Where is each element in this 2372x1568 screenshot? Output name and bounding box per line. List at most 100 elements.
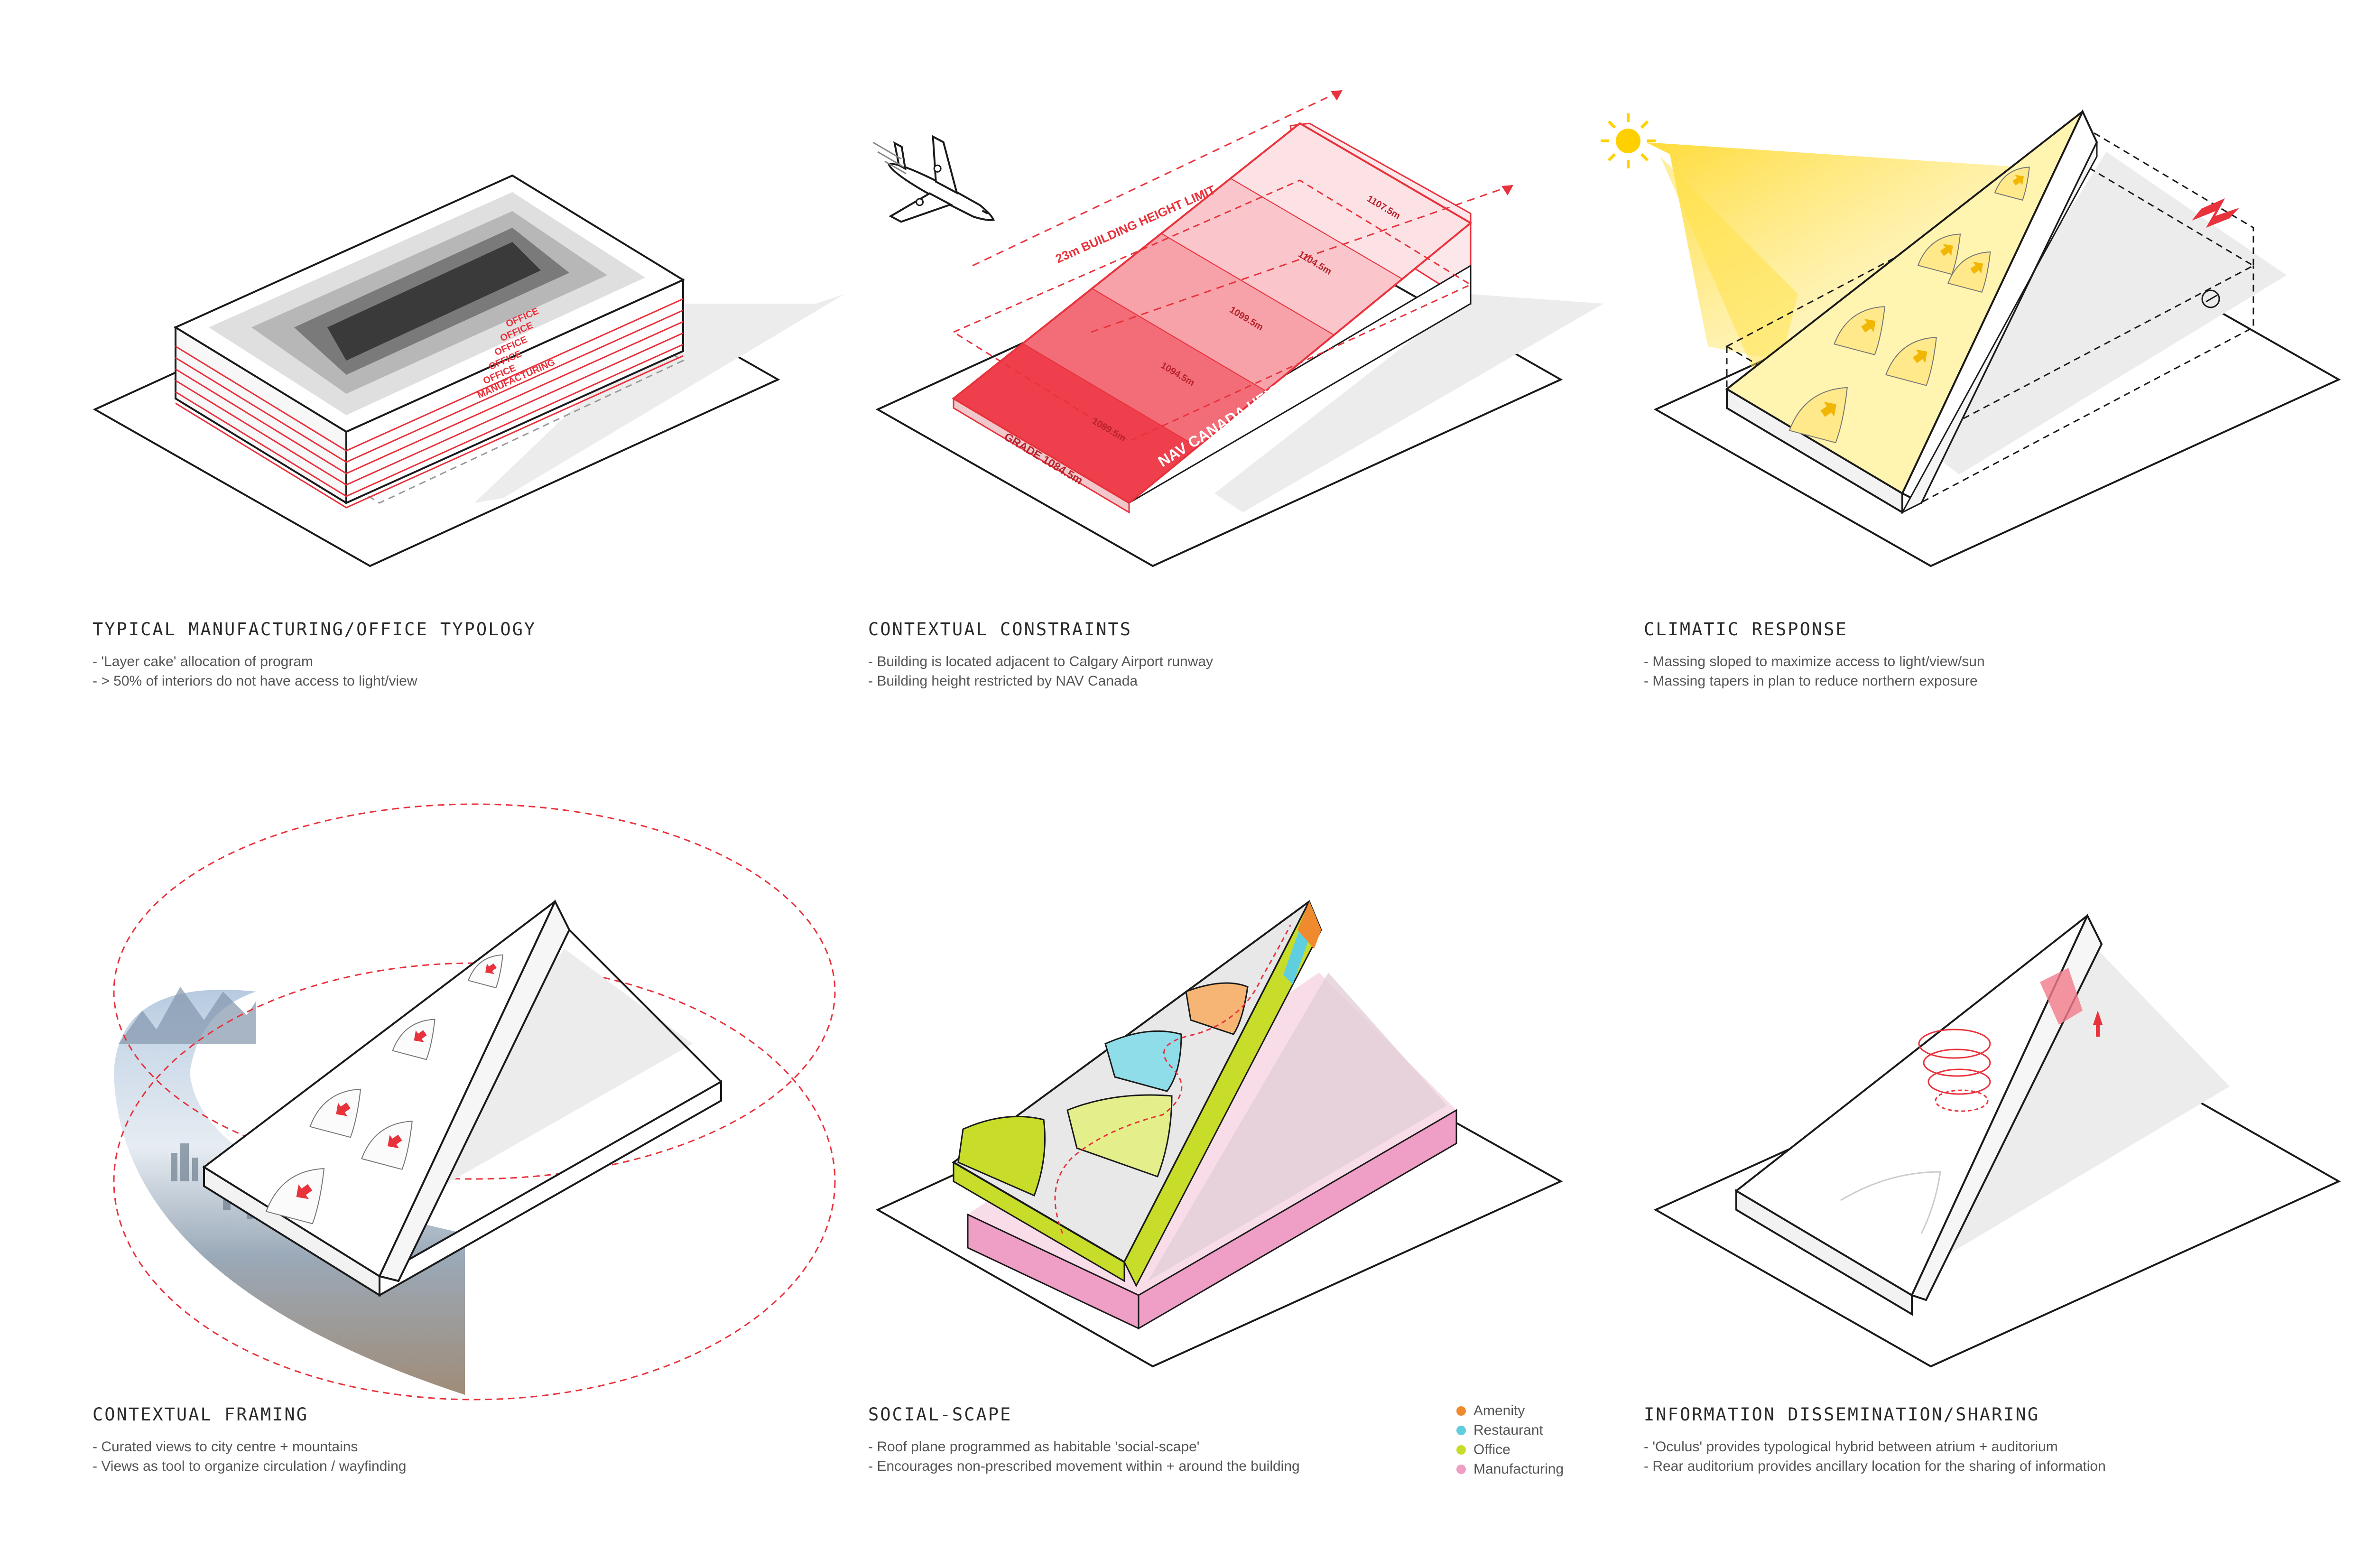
arrow-icon — [336, 1102, 351, 1116]
floor-lines — [175, 298, 684, 509]
roof-cutout — [1834, 306, 1886, 355]
legend-label: Manufacturing — [1473, 1461, 1564, 1477]
arrow-icon — [1912, 349, 1927, 363]
arrow-icon — [1331, 90, 1343, 101]
caption-dissemination: INFORMATION DISSEMINATION/SHARING - 'Ocu… — [1644, 1404, 2372, 1476]
roof-cutout — [309, 1088, 361, 1138]
arrow-icon — [1501, 185, 1513, 195]
taper-arrow-icon — [2192, 198, 2239, 228]
height-limit-plane — [952, 179, 1473, 442]
caption-title: SOCIAL-SCAPE — [868, 1404, 1012, 1425]
program-legend: Amenity Restaurant Office Manufacturing — [1456, 1401, 1613, 1479]
flight-path-line — [1091, 184, 1514, 333]
speed-lines — [872, 141, 907, 175]
office-pocket — [957, 1115, 1046, 1197]
legend-item-manufacturing: Manufacturing — [1456, 1459, 1613, 1479]
circulation-path — [1054, 925, 1291, 1234]
view-ellipse-upper — [113, 803, 836, 1180]
ground-edge — [568, 929, 722, 1083]
auditorium-arrow-icon — [2093, 1011, 2103, 1037]
arrow-icon — [414, 1030, 427, 1042]
roof-cutouts — [265, 954, 504, 1225]
building-shadow — [1921, 152, 2287, 474]
caption-line: - Encourages non-prescribed movement wit… — [868, 1458, 1300, 1474]
wedge-side-shade — [1900, 142, 2098, 514]
dashed-massing-box — [1902, 266, 2254, 513]
building-shadow — [474, 294, 844, 503]
building-shadow — [1917, 949, 2230, 1262]
caption-line: - 'Oculus' provides typological hybrid b… — [1644, 1439, 2058, 1455]
caption-line: - 'Layer cake' allocation of program — [93, 654, 314, 669]
amenity-edge-band — [1297, 901, 1321, 949]
panel-socialscape-diagram — [875, 900, 1563, 1368]
building-shadow — [1214, 294, 1603, 512]
legend-label: Office — [1473, 1441, 1510, 1457]
sun-ray-beam-core — [1646, 142, 1798, 408]
floor-line — [175, 332, 684, 486]
roof-cutout — [1788, 387, 1848, 444]
arrow-icon — [1970, 261, 1983, 274]
building-shadow — [1148, 973, 1447, 1281]
elevation-bands — [953, 122, 1472, 504]
flight-path-line — [972, 89, 1343, 267]
legend-dot — [1456, 1445, 1466, 1455]
panel-framing-diagram — [113, 803, 836, 1401]
legend-item-restaurant: Restaurant — [1456, 1420, 1613, 1440]
legend-item-office: Office — [1456, 1440, 1613, 1459]
floor-line — [175, 343, 684, 497]
oculus-spiral — [1918, 1029, 1991, 1112]
manufacturing-base-front — [1138, 1109, 1457, 1330]
restaurant-pocket — [1104, 1030, 1182, 1092]
legend-dot — [1456, 1406, 1466, 1416]
caption-title: TYPICAL MANUFACTURING/OFFICE TYPOLOGY — [93, 619, 537, 640]
caption-line: - Massing sloped to maximize access to l… — [1644, 654, 1985, 669]
depth-core — [327, 242, 541, 361]
arrow-icon — [1861, 319, 1876, 333]
dashed-massing-box — [2077, 122, 2254, 266]
caption-typology: TYPICAL MANUFACTURING/OFFICE TYPOLOGY - … — [93, 619, 757, 691]
roof-cutout — [392, 1019, 435, 1060]
arrow-icon — [388, 1134, 402, 1149]
arrow-icon — [296, 1184, 313, 1199]
sun-icon — [1601, 113, 1656, 168]
roof-cutout — [1947, 251, 1991, 293]
legend-dot — [1456, 1425, 1466, 1435]
office-pocket — [1066, 1094, 1173, 1178]
caption-title: CONTEXTUAL FRAMING — [93, 1404, 308, 1425]
floor-line — [175, 298, 684, 452]
legend-item-amenity: Amenity — [1456, 1401, 1613, 1420]
wedge-ground-face — [379, 1080, 722, 1297]
caption-line: - Views as tool to organize circulation … — [93, 1458, 407, 1474]
caption-title: CONTEXTUAL CONSTRAINTS — [868, 619, 1132, 640]
caption-constraints: CONTEXTUAL CONSTRAINTS - Building is loc… — [868, 619, 1532, 691]
amenity-pocket — [1185, 982, 1249, 1035]
roof-cutout — [361, 1121, 413, 1170]
caption-line: - > 50% of interiors do not have access … — [93, 673, 417, 689]
caption-line: - Rear auditorium provides ancillary loc… — [1644, 1458, 2106, 1474]
caption-line: - Building is located adjacent to Calgar… — [868, 654, 1214, 669]
legend-label: Amenity — [1473, 1402, 1525, 1419]
caption-line: - Roof plane programmed as habitable 'so… — [868, 1439, 1200, 1455]
panel-climatic-diagram — [1601, 109, 2341, 567]
airplane-icon — [887, 135, 995, 223]
north-arrow-icon — [2201, 289, 2220, 308]
caption-line: - Building height restricted by NAV Cana… — [868, 673, 1138, 689]
floor-line — [175, 309, 684, 463]
floor-line — [175, 321, 684, 474]
panorama-mountains — [119, 987, 256, 1044]
panel-constraints-diagram: 23m BUILDING HEIGHT LIMIT NAV CANADA HEI… — [872, 89, 1603, 567]
roof-cutout — [1994, 167, 2030, 201]
caption-framing: CONTEXTUAL FRAMING - Curated views to ci… — [93, 1404, 757, 1476]
ghost-cutout-outline — [1840, 1171, 1941, 1234]
caption-title: CLIMATIC RESPONSE — [1644, 619, 1848, 640]
roof-cutouts — [1788, 167, 2030, 444]
caption-climatic: CLIMATIC RESPONSE - Massing sloped to ma… — [1644, 619, 2308, 691]
arrow-icon — [1940, 244, 1953, 256]
arrow-icon — [2012, 175, 2024, 186]
caption-line: - Massing tapers in plan to reduce north… — [1644, 673, 1978, 689]
panel-typology-diagram: OFFICEOFFICEOFFICEOFFICEOFFICEMANUFACTUR… — [93, 174, 844, 567]
arrow-icon — [1820, 402, 1836, 417]
arrow-icon — [485, 963, 497, 974]
